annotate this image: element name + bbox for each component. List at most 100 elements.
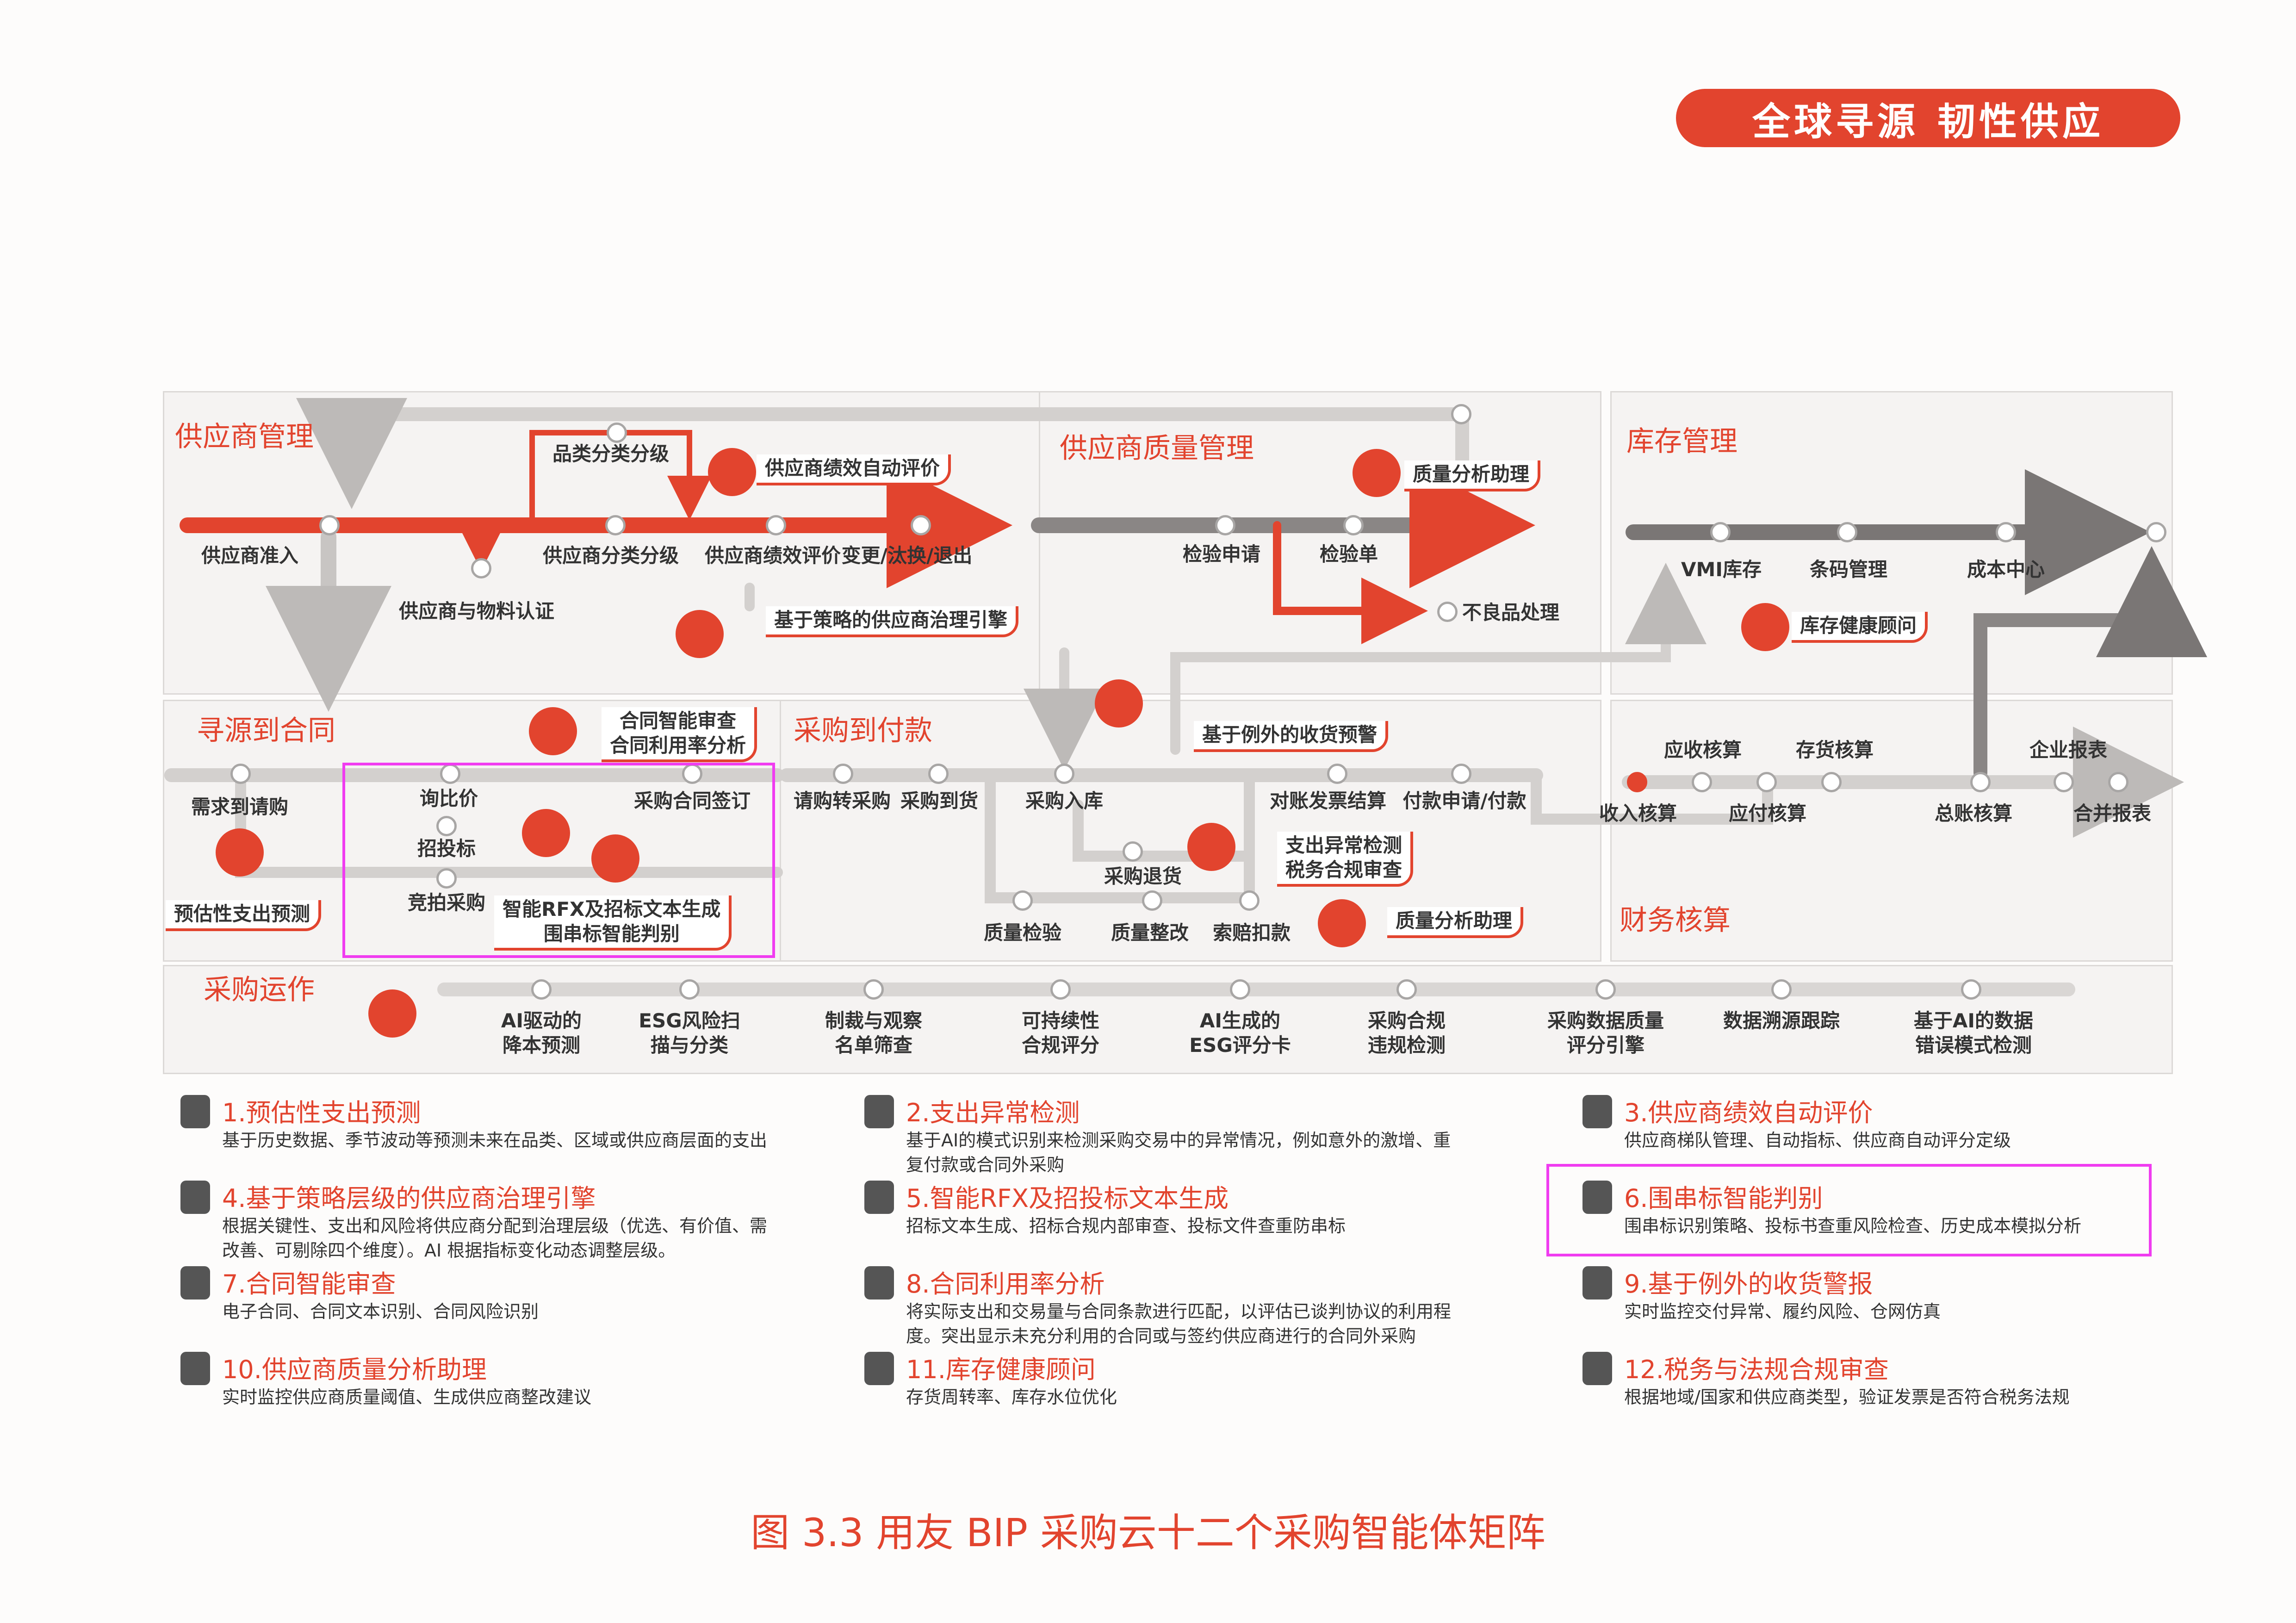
agent-tag-anomaly-line1: 支出异常检测 [1285, 834, 1402, 857]
agent-tag-rfx: 智能RFX及招标文本生成围串标智能判别 [494, 895, 732, 951]
node-contract-sign [682, 764, 702, 784]
legend-title: 7.合同智能审查 [222, 1269, 396, 1299]
label-defect-handling: 不良品处理 [1462, 601, 1560, 624]
ops-item-4: 可持续性 合规评分 [1021, 1009, 1100, 1057]
legend-title: 6.围串标智能判别 [1624, 1184, 1823, 1213]
agent-icon [1582, 1095, 1612, 1128]
ops-item-6: 采购合规 违规检测 [1367, 1009, 1446, 1057]
label-gl: 总账核算 [1934, 802, 2013, 825]
node-inventory-acct [1821, 772, 1842, 792]
slogan-banner: 全球寻源 韧性供应 [1676, 89, 2180, 147]
ops-item-7: 采购数据质量 评分引擎 [1547, 1009, 1664, 1057]
node-barcode [1837, 522, 1857, 542]
ops-item-1: AI驱动的 降本预测 [501, 1009, 582, 1057]
node-payment [1451, 764, 1471, 784]
agent-icon [180, 1352, 210, 1385]
slogan-part-1: 全球寻源 [1752, 99, 1919, 144]
agent-icon-exception [1095, 679, 1143, 728]
node-consolidated [2108, 772, 2128, 792]
agent-tag-anomaly: 支出异常检测税务合规审查 [1277, 832, 1414, 887]
label-supplier-grading: 供应商分类分级 [542, 544, 679, 567]
agent-icon-operations [368, 989, 416, 1038]
label-claim: 索赔扣款 [1212, 921, 1291, 944]
legend-title: 3.供应商绩效自动评价 [1624, 1098, 1873, 1127]
agent-icon [864, 1181, 894, 1214]
section-title-sourcing: 寻源到合同 [197, 715, 335, 747]
node-claim [1239, 890, 1260, 911]
label-corp-report: 企业报表 [2029, 739, 2108, 761]
agent-tag-exception: 基于例外的收货预警 [1194, 721, 1389, 752]
ops-item-2: ESG风险扫 描与分类 [639, 1009, 740, 1057]
node-quality-check [1012, 890, 1033, 911]
node-auction [436, 868, 457, 889]
label-rectify: 质量整改 [1111, 921, 1189, 944]
agent-icon-anomaly [1187, 823, 1235, 871]
node-ops-3 [863, 979, 884, 1000]
highlight-box-sourcing [342, 763, 775, 958]
agent-icon [1582, 1352, 1612, 1385]
agent-tag-contract: 合同智能审查合同利用率分析 [602, 707, 757, 762]
node-revenue [1627, 772, 1647, 792]
legend-desc: 电子合同、合同文本识别、合同风险识别 [222, 1301, 539, 1322]
label-bidding: 招投标 [417, 837, 476, 860]
legend-desc: 围串标识别策略、投标书查重风险检查、历史成本模拟分析 [1624, 1216, 2082, 1236]
section-title-inventory: 库存管理 [1626, 425, 1738, 458]
node-ops-4 [1050, 979, 1071, 1000]
label-inbound: 采购入库 [1025, 790, 1104, 812]
legend-desc: 根据关键性、支出和风险将供应商分配到治理层级（优选、有价值、需改善、可剔除四个维… [222, 1216, 768, 1261]
ops-item-9: 基于AI的数据 错误模式检测 [1913, 1009, 2034, 1057]
section-title-supplier-management: 供应商管理 [175, 421, 314, 453]
agent-tag-inventory-health: 库存健康顾问 [1792, 612, 1928, 643]
node-reconcile [1327, 764, 1347, 784]
agent-tag-rfx-line1: 智能RFX及招标文本生成 [503, 898, 721, 920]
node-corp-report [2054, 772, 2074, 792]
agent-icon-forecast [216, 828, 264, 877]
node-ops-9 [1961, 979, 1981, 1000]
agent-tag-quality-assist-2: 质量分析助理 [1387, 907, 1524, 938]
label-reconcile: 对账发票结算 [1269, 790, 1387, 812]
node-ops-5 [1230, 979, 1250, 1000]
node-change-exit [911, 515, 931, 535]
section-title-finance: 财务核算 [1620, 904, 1731, 937]
agent-icon [1582, 1266, 1612, 1300]
legend-desc: 实时监控交付异常、履约风险、仓网仿真 [1624, 1301, 1941, 1322]
legend-desc: 将实际支出和交易量与合同条款进行匹配，以评估已谈判协议的利用程度。突出显示未充分… [906, 1301, 1452, 1347]
label-barcode: 条码管理 [1809, 558, 1888, 581]
highlight-box-legend-6 [1546, 1164, 2152, 1256]
label-inquiry: 询比价 [419, 787, 478, 810]
label-contract-sign: 采购合同签订 [633, 790, 751, 812]
legend-title: 2.支出异常检测 [906, 1098, 1080, 1127]
legend-desc: 实时监控供应商质量阈值、生成供应商整改建议 [222, 1387, 592, 1407]
label-inspection-doc: 检验单 [1319, 543, 1378, 566]
legend-desc: 基于历史数据、季节波动等预测未来在品类、区域或供应商层面的支出 [222, 1130, 768, 1150]
ops-item-5: AI生成的 ESG评分卡 [1189, 1009, 1291, 1057]
ops-item-3: 制裁与观察 名单筛查 [825, 1009, 923, 1057]
section-title-operations: 采购运作 [204, 974, 315, 1006]
node-inventory-end [2146, 522, 2166, 542]
legend-desc: 根据地域/国家和供应商类型，验证发票是否符合税务法规 [1624, 1387, 2070, 1407]
label-inventory-acct: 存货核算 [1795, 739, 1874, 761]
label-revenue: 收入核算 [1599, 802, 1677, 825]
agent-icon [180, 1266, 210, 1300]
label-return: 采购退货 [1104, 865, 1182, 888]
agent-tag-forecast: 预估性支出预测 [166, 900, 322, 931]
agent-icon-collusion [591, 834, 639, 883]
agent-icon [864, 1352, 894, 1385]
legend-desc: 基于AI的模式识别来检测采购交易中的异常情况，例如意外的激增、重复付款或合同外采… [906, 1130, 1451, 1175]
node-supplier-grading [605, 515, 626, 535]
label-auction: 竞拍采购 [407, 891, 486, 914]
node-defect-handling [1437, 602, 1458, 622]
node-inspection-doc [1343, 515, 1364, 535]
legend-desc: 供应商梯队管理、自动指标、供应商自动评分定级 [1624, 1130, 2011, 1150]
node-ops-1 [531, 979, 552, 1000]
agent-icon-rfx [522, 809, 570, 857]
node-bidding [436, 816, 457, 836]
legend-title: 5.智能RFX及招投标文本生成 [906, 1184, 1229, 1213]
node-vmi [1710, 522, 1731, 542]
legend-title: 8.合同利用率分析 [906, 1269, 1105, 1299]
agent-tag-contract-util: 合同利用率分析 [610, 734, 746, 757]
label-supplier-eval: 供应商绩效评价 [704, 544, 841, 567]
agent-icon [1582, 1181, 1612, 1214]
node-req-to-po [833, 764, 853, 784]
